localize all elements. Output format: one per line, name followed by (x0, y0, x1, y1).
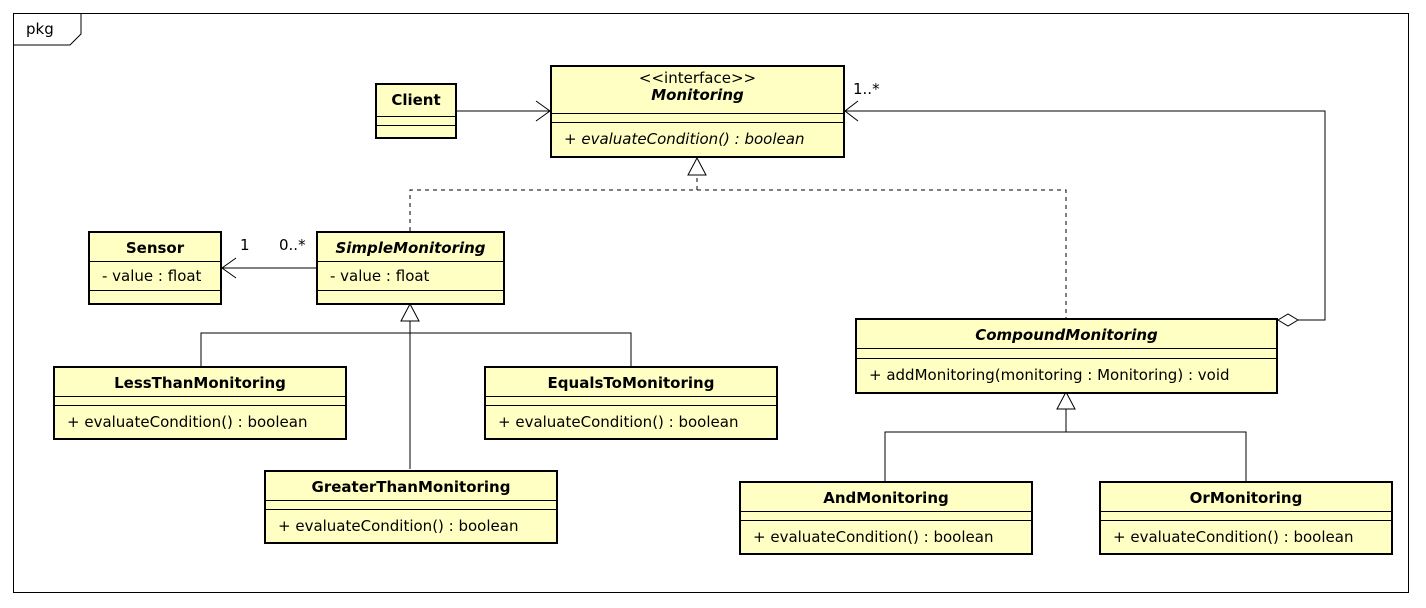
multiplicity-simple-end: 0..* (279, 236, 306, 254)
compound-monitoring-aggregation (844, 100, 1326, 327)
divider (55, 396, 345, 397)
class-name: SimpleMonitoring (335, 239, 486, 257)
divider (486, 405, 776, 406)
simple-sensor-association (221, 257, 316, 279)
class-greater-than-monitoring[interactable]: GreaterThanMonitoring + evaluateConditio… (264, 470, 558, 544)
class-name: AndMonitoring (823, 489, 949, 507)
divider (377, 116, 455, 117)
divider (318, 261, 503, 262)
divider (741, 511, 1031, 512)
class-name: CompoundMonitoring (975, 326, 1158, 344)
compound-generalization (884, 390, 1247, 481)
class-less-than-monitoring[interactable]: LessThanMonitoring + evaluateCondition()… (53, 366, 347, 440)
class-monitoring-interface[interactable]: <<interface>> Monitoring + evaluateCondi… (550, 65, 845, 158)
divider (552, 122, 843, 123)
class-compound-monitoring[interactable]: CompoundMonitoring + addMonitoring(monit… (855, 318, 1278, 394)
divider (1101, 520, 1391, 521)
divider (1101, 511, 1391, 512)
stereotype-label: <<interface>> (638, 69, 757, 87)
class-equals-to-monitoring[interactable]: EqualsToMonitoring + evaluateCondition()… (484, 366, 778, 440)
operation: + addMonitoring(monitoring : Monitoring)… (869, 366, 1230, 384)
divider (318, 290, 503, 291)
divider (857, 348, 1276, 349)
divider (486, 396, 776, 397)
operation: + evaluateCondition() : boolean (67, 413, 308, 431)
class-name: Sensor (125, 239, 185, 257)
operation: + evaluateCondition() : boolean (1113, 528, 1354, 546)
class-name: OrMonitoring (1189, 489, 1303, 507)
class-name: Client (391, 91, 441, 109)
divider (377, 125, 455, 126)
divider (741, 520, 1031, 521)
class-name: Monitoring (651, 86, 744, 104)
class-simple-monitoring[interactable]: SimpleMonitoring - value : float (316, 231, 505, 305)
package-label: pkg (26, 20, 54, 38)
divider (266, 500, 556, 501)
divider (90, 290, 220, 291)
divider (90, 261, 220, 262)
simple-generalization (200, 302, 632, 469)
operation: + evaluateCondition() : boolean (753, 528, 994, 546)
class-and-monitoring[interactable]: AndMonitoring + evaluateCondition() : bo… (739, 481, 1033, 555)
attribute: - value : float (330, 267, 430, 285)
client-monitoring-association (457, 100, 551, 122)
operation: + evaluateCondition() : boolean (564, 130, 805, 148)
attribute: - value : float (102, 267, 202, 285)
class-name: EqualsToMonitoring (547, 374, 715, 392)
interface-realization (409, 156, 1067, 318)
operation: + evaluateCondition() : boolean (498, 413, 739, 431)
class-client[interactable]: Client (375, 83, 457, 139)
divider (266, 509, 556, 510)
multiplicity-sensor-end: 1 (240, 236, 250, 254)
divider (552, 113, 843, 114)
class-name: LessThanMonitoring (114, 374, 286, 392)
class-sensor[interactable]: Sensor - value : float (88, 231, 222, 305)
class-name: GreaterThanMonitoring (311, 478, 511, 496)
operation: + evaluateCondition() : boolean (278, 517, 519, 535)
divider (55, 405, 345, 406)
package-tab (13, 13, 82, 46)
class-or-monitoring[interactable]: OrMonitoring + evaluateCondition() : boo… (1099, 481, 1393, 555)
package-frame (13, 13, 1409, 593)
divider (857, 358, 1276, 359)
multiplicity-aggregation-end: 1..* (853, 80, 880, 98)
